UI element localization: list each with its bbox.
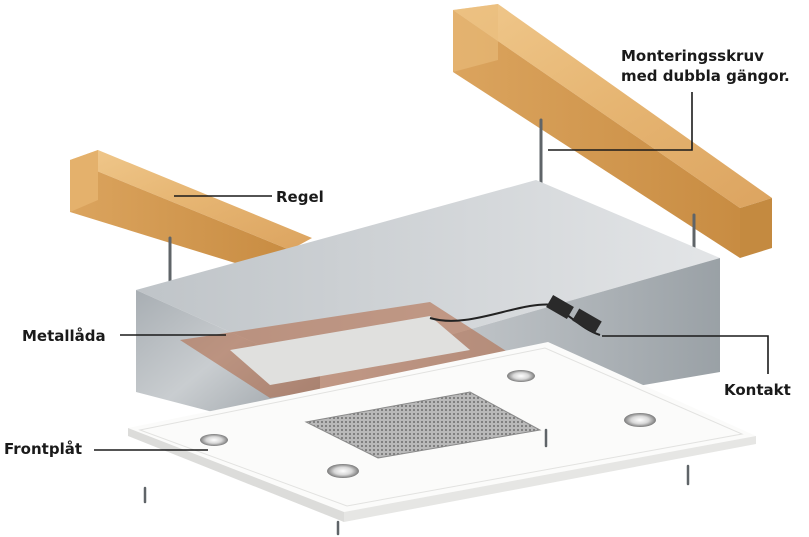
label-front-plate: Frontplåt: [4, 440, 83, 458]
spotlight: [507, 370, 535, 382]
label-connector: Kontakt: [724, 381, 791, 399]
joist-right: [453, 4, 772, 258]
spotlight: [200, 434, 228, 446]
speaker-grille: [306, 392, 540, 458]
joist-left: [70, 150, 312, 280]
label-joist: Regel: [276, 188, 324, 206]
leader-screw: [548, 92, 693, 151]
leader-lines: [94, 92, 769, 451]
label-screw-line2: med dubbla gängor.: [621, 67, 790, 85]
spotlight: [624, 413, 656, 427]
loose-screws: [143, 428, 690, 536]
label-screw-line1: Monteringsskruv: [621, 47, 764, 65]
leader-connector: [602, 335, 769, 374]
connector-part: [546, 294, 602, 334]
spotlight: [327, 464, 359, 478]
front-plate: [128, 342, 756, 522]
label-metal-box: Metallåda: [22, 327, 106, 345]
